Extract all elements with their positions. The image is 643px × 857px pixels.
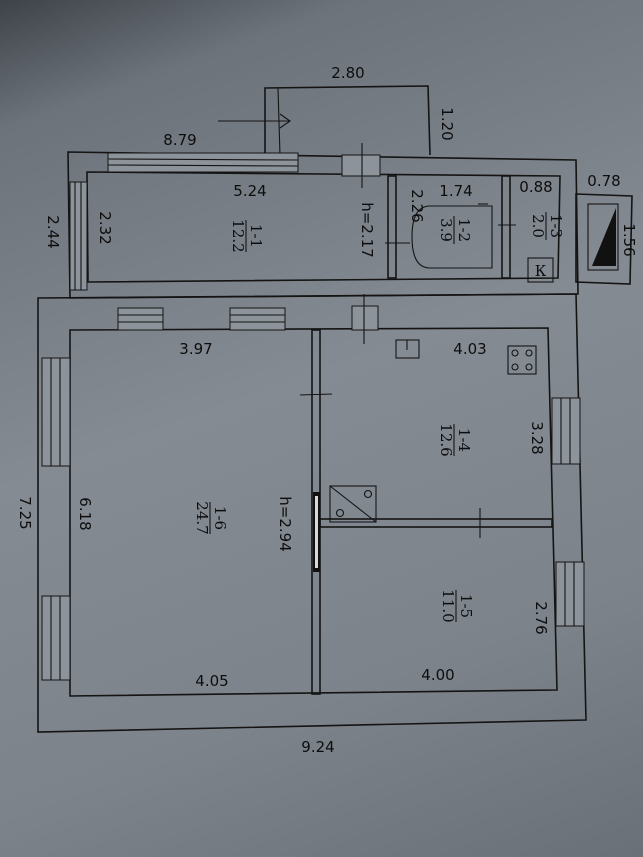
room-area: 2.0: [529, 214, 547, 238]
furnace-icon: [527, 257, 554, 283]
room-area: 24.7: [193, 501, 211, 534]
dim-bath-width: 1.74: [439, 182, 472, 200]
dim-bottom-total: 9.24: [301, 738, 334, 756]
furnace-symbol: К: [535, 262, 547, 280]
dim-bedroom-side: 2.76: [532, 601, 550, 634]
dim-bath-depth: 2.26: [408, 189, 426, 222]
dim-bedroom-bottom: 4.00: [421, 666, 454, 684]
room-label-1-4: 1-4 12.6: [437, 423, 473, 456]
room-area: 11.0: [439, 589, 457, 622]
room-id: 1-4: [455, 428, 473, 452]
dim-kitchen-top: 4.03: [453, 340, 486, 358]
dim-vestibule-length: 5.24: [233, 182, 266, 200]
room-id: 1-6: [211, 506, 229, 530]
room-label-1-2: 1-2 3.9: [437, 216, 473, 244]
stove-icon: [329, 485, 377, 523]
dim-living-bottom: 4.05: [195, 672, 228, 690]
room-area: 12.6: [437, 423, 455, 456]
dim-outer-left-lower: 7.25: [16, 496, 34, 529]
room-label-1-5: 1-5 11.0: [439, 589, 475, 622]
dim-kitchen-side: 3.28: [528, 421, 546, 454]
main-block: [37, 293, 587, 733]
room-label-1-6: 1-6 24.7: [193, 501, 229, 534]
room-id: 1-3: [547, 214, 565, 238]
dim-annex-depth: 1.56: [620, 223, 638, 256]
dim-porch-width: 2.80: [331, 64, 364, 82]
dim-outer-left-upper: 2.44: [44, 215, 62, 248]
room-area: 12.2: [229, 219, 247, 252]
dim-living-side: 6.18: [76, 497, 94, 530]
dim-top-total: 8.79: [163, 131, 196, 149]
upper-block: К: [67, 143, 579, 299]
room-id: 1-1: [247, 224, 265, 248]
porch: [218, 85, 431, 158]
room-id: 1-2: [455, 218, 473, 242]
annex: [575, 193, 633, 285]
room-id: 1-5: [457, 594, 475, 618]
bathtub-icon: [411, 203, 493, 269]
dimension-labels: 8.79 2.80 1.20 5.24 2.32 2.44 1.74 2.26 …: [16, 64, 638, 756]
room-area: 3.9: [437, 218, 455, 242]
dim-wc-width: 0.88: [519, 178, 552, 196]
hob-icon: [507, 345, 537, 375]
room-label-1-1: 1-1 12.2: [229, 219, 265, 252]
dim-porch-depth: 1.20: [438, 107, 456, 140]
dim-vestibule-depth: 2.32: [96, 211, 114, 244]
height-main: h=2.94: [276, 496, 294, 551]
room-label-1-3: 1-3 2.0: [529, 212, 565, 240]
height-vestibule: h=2.17: [358, 202, 376, 257]
dim-living-top: 3.97: [179, 340, 212, 358]
dim-annex-width: 0.78: [587, 172, 620, 190]
